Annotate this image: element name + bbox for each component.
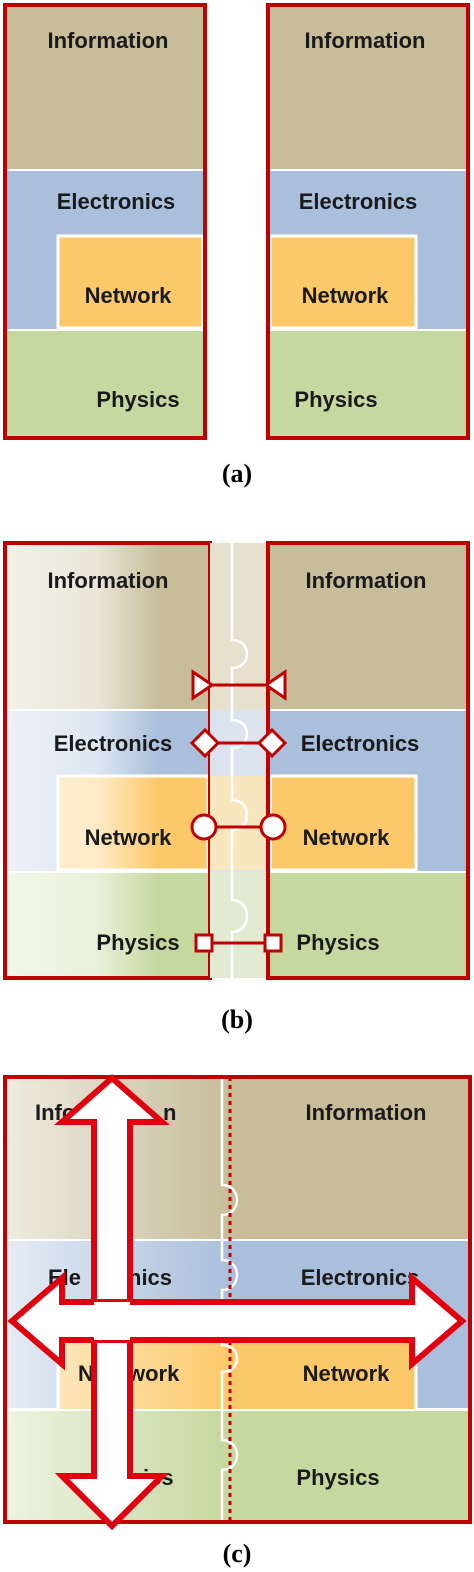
- interface-strip: [210, 543, 268, 978]
- caption-b: (b): [221, 1005, 253, 1034]
- information-label: Information: [306, 1100, 427, 1125]
- information-label-right-part: n: [163, 1100, 176, 1125]
- information-layer: [5, 5, 205, 170]
- network-label: Network: [85, 825, 173, 850]
- network-label: Network: [303, 1361, 391, 1386]
- triangle-connector-left: [191, 669, 215, 701]
- stack-frame: [3, 1075, 472, 1524]
- strip-network: [210, 776, 268, 870]
- physics-label: Physics: [294, 387, 377, 412]
- stack-frame: [266, 541, 470, 980]
- information-layer: [268, 543, 468, 710]
- network-label: Network: [85, 283, 173, 308]
- diamond-connector-left: [189, 727, 221, 759]
- circle-connector-right: [259, 813, 287, 841]
- electronics-label-right-part: nics: [128, 1265, 172, 1290]
- layer-connectors: [189, 669, 288, 953]
- square-connector-right: [263, 933, 283, 953]
- electronics-label: Electronics: [299, 189, 418, 214]
- strip-physics: [210, 872, 268, 978]
- expansion-arrows: [7, 1074, 467, 1531]
- panel-a-left-stack: Information Electronics Network Physics: [3, 3, 207, 440]
- network-label: Network: [303, 825, 391, 850]
- arrow-cross-center: [94, 1302, 130, 1340]
- panel-b-right-stack: Information Electronics Network Physics: [266, 541, 470, 980]
- panel-b-left-stack: Information Electronics Network Physics: [3, 541, 212, 980]
- network-label-right-part: work: [127, 1361, 180, 1386]
- square-connector-left: [194, 933, 214, 953]
- information-layer: [268, 5, 468, 170]
- electronics-label: Electronics: [301, 1265, 420, 1290]
- physics-label: Physics: [96, 387, 179, 412]
- strip-information: [210, 543, 268, 710]
- diamond-connector-right: [256, 727, 288, 759]
- puzzle-seam-line: [230, 543, 249, 978]
- electronics-label: Electronics: [301, 731, 420, 756]
- panel-a: Information Electronics Network Physics …: [3, 3, 470, 488]
- physics-layer: [268, 330, 468, 438]
- network-label-left-part: N: [78, 1361, 94, 1386]
- caption-a: (a): [222, 459, 252, 488]
- physics-label: Physics: [296, 930, 379, 955]
- network-label: Network: [302, 283, 390, 308]
- network-layer: [268, 234, 418, 330]
- physics-label: Physics: [296, 1465, 379, 1490]
- caption-c: (c): [223, 1539, 252, 1568]
- electronics-label: Electronics: [54, 731, 173, 756]
- fade-overlay: [5, 543, 210, 978]
- electronics-label: Electronics: [57, 189, 176, 214]
- panel-a-right-stack: Information Electronics Network Physics: [266, 3, 470, 440]
- triangle-connector-right: [263, 669, 287, 701]
- stack-frame: [3, 3, 207, 440]
- panel-b: Information Electronics Network Physics …: [3, 541, 470, 1034]
- network-layer: [56, 234, 205, 330]
- panel-c: Information Electronics Network Physics …: [3, 1074, 472, 1568]
- horizontal-double-arrow: [7, 1271, 467, 1371]
- physics-layer: [5, 330, 205, 438]
- information-label: Information: [305, 28, 426, 53]
- stack-frame: [266, 3, 470, 440]
- circle-connector-left: [190, 813, 218, 841]
- physics-layer: [268, 872, 468, 978]
- information-label: Information: [48, 568, 169, 593]
- network-layer: [268, 774, 418, 872]
- information-label: Information: [306, 568, 427, 593]
- information-label: Information: [48, 28, 169, 53]
- physics-label: Physics: [96, 930, 179, 955]
